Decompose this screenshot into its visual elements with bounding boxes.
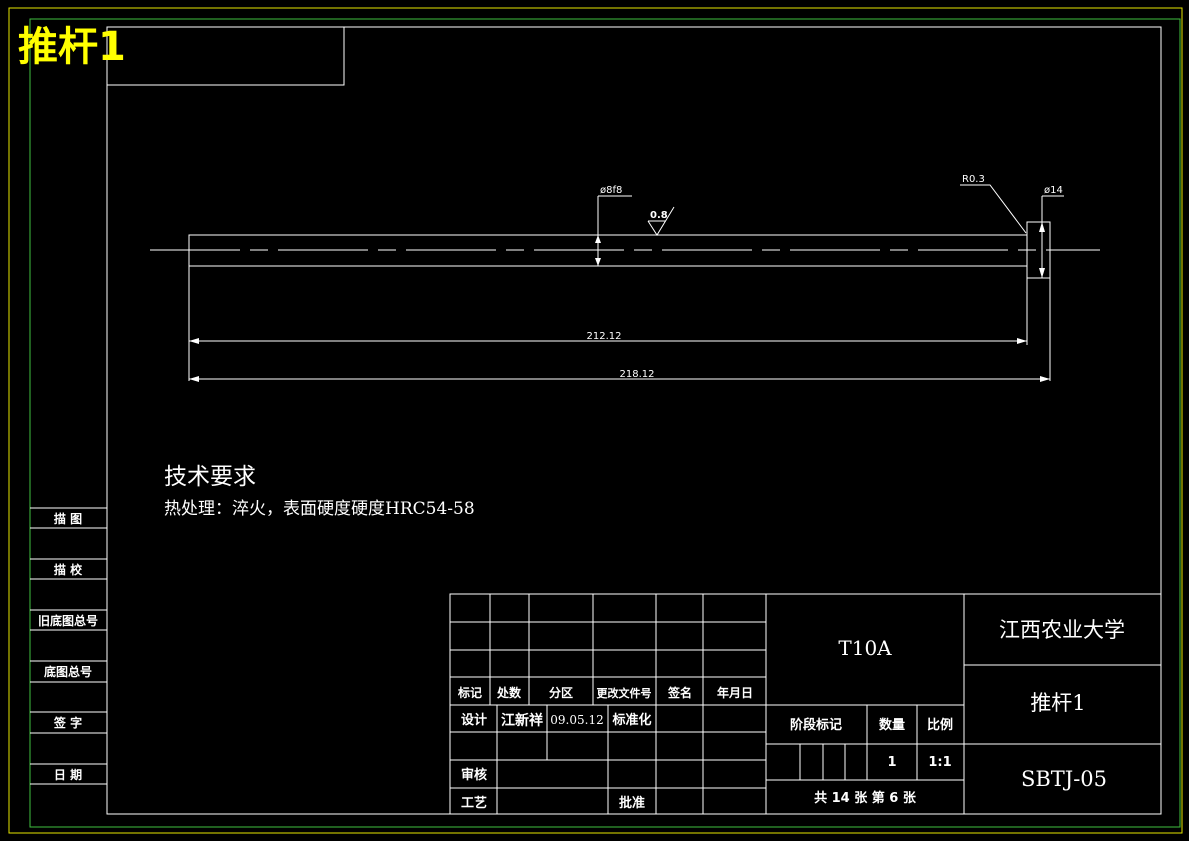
tb-review-label: 审核 — [461, 767, 487, 783]
dia-head-text: ø14 — [1044, 185, 1063, 196]
side-date-label: 日 期 — [54, 767, 82, 782]
tb-designer: 江新祥 — [501, 712, 543, 729]
dia-head-leader — [1041, 195, 1064, 278]
outer-frame — [8, 7, 1183, 834]
radius-text: R0.3 — [962, 174, 985, 185]
tb-count-header: 处数 — [496, 685, 522, 700]
tb-qty-label: 数量 — [879, 717, 905, 733]
title-corner-box — [107, 27, 345, 86]
tb-standard-label: 标准化 — [611, 712, 651, 728]
dia-shaft-arrows — [595, 235, 601, 266]
tb-design-label: 设计 — [461, 712, 487, 728]
side-base-no-label: 底图总号 — [44, 664, 92, 679]
tb-scale-value: 1:1 — [928, 755, 951, 770]
tb-approve-label: 批准 — [619, 795, 645, 811]
tb-stage-label: 阶段标记 — [790, 717, 842, 733]
tb-material: T10A — [838, 636, 892, 660]
tb-date-header: 年月日 — [717, 685, 753, 700]
len-inner-text: 212.12 — [587, 331, 622, 342]
dia-shaft-text: ø8f8 — [600, 185, 622, 196]
side-sign-label: 签 字 — [53, 715, 82, 730]
tb-sign-header: 签名 — [667, 685, 692, 700]
side-old-no-label: 旧底图总号 — [38, 613, 98, 628]
tb-qty-value: 1 — [887, 755, 896, 770]
side-table: 描 图 描 校 旧底图总号 底图总号 签 字 日 期 — [30, 507, 107, 785]
tb-scale-label: 比例 — [927, 717, 953, 733]
len-total-text: 218.12 — [620, 369, 655, 380]
drawing-title-tag: 推杆1 — [18, 24, 126, 70]
side-trace-label: 描 图 — [54, 511, 82, 526]
tb-design-date: 09.05.12 — [550, 713, 603, 727]
tb-sheets: 共 14 张 第 6 张 — [814, 790, 917, 806]
part-view: ø8f8 0.8 R0.3 ø14 212.12 218.12 — [150, 174, 1100, 382]
tech-req-line: 热处理：淬火，表面硬度硬度HRC54-58 — [164, 499, 475, 519]
tb-drawing-no: SBTJ-05 — [1021, 767, 1107, 791]
tech-req-heading: 技术要求 — [164, 464, 256, 490]
shaft-head — [1026, 221, 1051, 279]
border-frame — [29, 18, 1181, 828]
tb-craft-label: 工艺 — [461, 795, 487, 811]
side-check-label: 描 校 — [54, 562, 83, 577]
radius-leader — [960, 184, 1027, 234]
tb-mark-header: 标记 — [457, 685, 482, 700]
tb-part-name: 推杆1 — [1030, 691, 1085, 715]
tb-school: 江西农业大学 — [999, 618, 1125, 642]
title-block: 标记 处数 分区 更改文件号 签名 年月日 设计 江新祥 09.05.12 标准… — [449, 593, 1162, 815]
roughness-text: 0.8 — [650, 210, 668, 221]
tb-docno-header: 更改文件号 — [597, 686, 652, 700]
roughness-symbol — [647, 206, 675, 236]
tb-zone-header: 分区 — [549, 685, 573, 700]
